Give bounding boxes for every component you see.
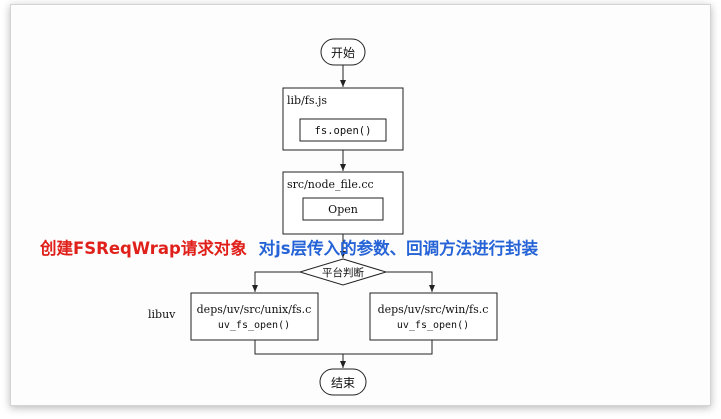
libuv-label: libuv	[148, 308, 176, 321]
end-node: 结束	[319, 368, 367, 396]
annotation-part1: 创建FSReqWrap请求对象	[39, 238, 247, 258]
win-branch-file: deps/uv/src/win/fs.c	[378, 303, 489, 316]
unix-branch-file: deps/uv/src/unix/fs.c	[197, 303, 312, 316]
step-lib-fs: lib/fs.js fs.open()	[282, 87, 404, 151]
step-node-file: src/node_file.cc Open	[282, 171, 404, 235]
edge-decision-to-win	[386, 271, 435, 292]
step-node-file-call: Open	[328, 203, 358, 216]
annotation-text: 创建FSReqWrap请求对象 对js层传入的参数、回调方法进行封装	[39, 238, 539, 258]
merge-line	[254, 340, 433, 355]
end-label: 结束	[331, 376, 355, 390]
unix-branch: deps/uv/src/unix/fs.c uv_fs_open()	[190, 292, 319, 341]
edge-decision-to-unix	[252, 271, 300, 292]
unix-branch-call: uv_fs_open()	[218, 320, 290, 331]
step-lib-fs-call: fs.open()	[315, 125, 372, 137]
decision-label: 平台判断	[322, 266, 364, 279]
decision-node: 平台判断	[298, 258, 388, 286]
start-label: 开始	[331, 46, 355, 60]
win-branch-call: uv_fs_open()	[397, 320, 469, 331]
step-node-file-file: src/node_file.cc	[287, 178, 374, 191]
start-node: 开始	[320, 38, 366, 66]
step-lib-fs-file: lib/fs.js	[287, 94, 327, 107]
win-branch: deps/uv/src/win/fs.c uv_fs_open()	[369, 292, 498, 341]
annotation-part2: 对js层传入的参数、回调方法进行封装	[259, 238, 539, 258]
